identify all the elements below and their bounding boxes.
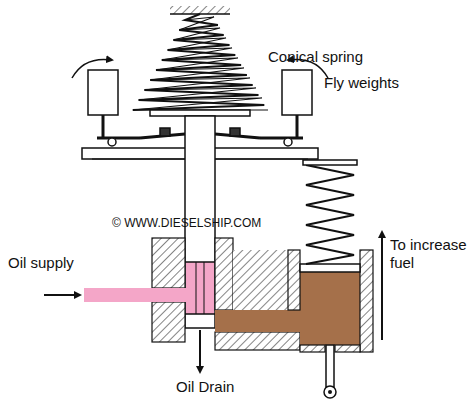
servo-spring bbox=[306, 165, 354, 264]
part-label: Fly weights bbox=[324, 74, 444, 92]
control-oil bbox=[215, 310, 305, 332]
oil-supply-pipe bbox=[84, 288, 186, 302]
fly-weight bbox=[282, 70, 312, 115]
spring-cap bbox=[303, 160, 357, 165]
servo-cylinder bbox=[288, 250, 373, 352]
control-oil bbox=[300, 272, 360, 345]
part-label: Conical spring bbox=[268, 48, 398, 66]
valve-rod bbox=[204, 262, 205, 314]
valve-land bbox=[185, 314, 215, 328]
flow-arrow bbox=[199, 330, 201, 372]
spring-seat bbox=[150, 110, 250, 116]
fly-weight bbox=[88, 70, 118, 115]
rod-eye bbox=[328, 390, 332, 394]
rod-eye bbox=[324, 386, 336, 398]
part-label: Oil Drain bbox=[176, 378, 276, 396]
direction-arrow bbox=[381, 232, 383, 340]
supply-oil bbox=[186, 262, 214, 314]
ceiling-hatch bbox=[170, 6, 230, 14]
piston-rod bbox=[326, 345, 334, 387]
part-label: To increase fuel bbox=[390, 236, 472, 272]
conical-spring-back bbox=[133, 17, 268, 110]
flow-arrow bbox=[44, 294, 80, 296]
rotation-arrow bbox=[72, 59, 112, 78]
watermark: © WWW.DIESELSHIP.COM bbox=[112, 214, 312, 232]
valve-land bbox=[185, 261, 215, 263]
valve-rod bbox=[196, 262, 197, 314]
conical-spring bbox=[133, 14, 264, 110]
servo-piston bbox=[300, 264, 360, 272]
part-label: Oil supply bbox=[8, 254, 118, 272]
